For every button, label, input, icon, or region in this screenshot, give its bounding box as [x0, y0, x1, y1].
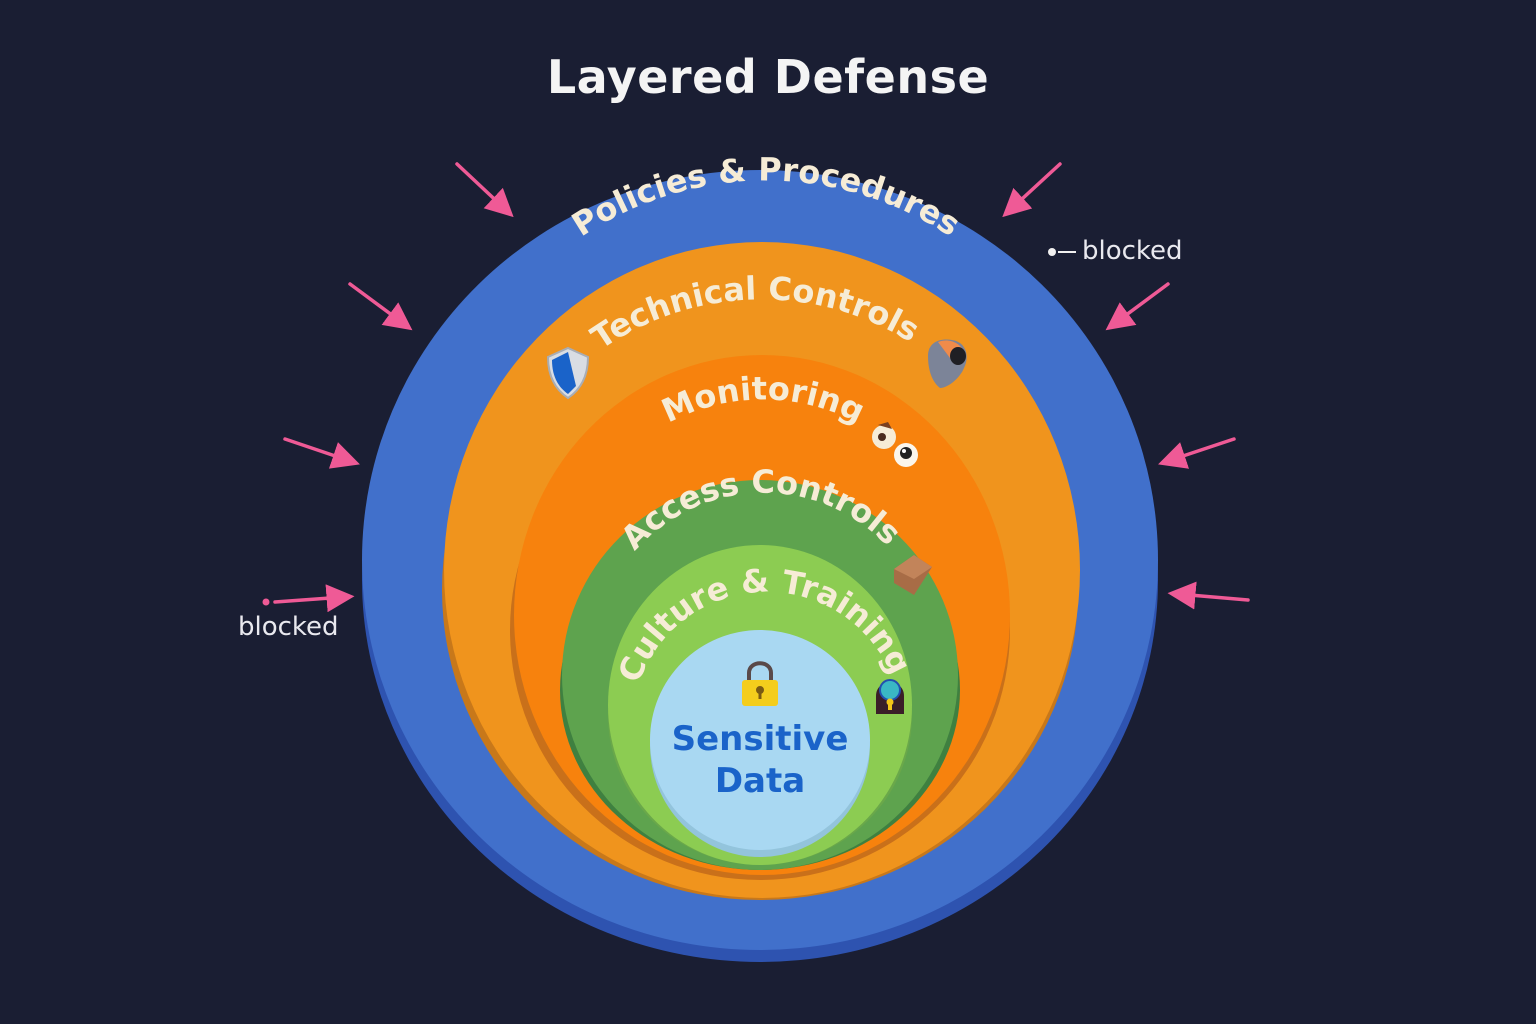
threat-arrow — [455, 162, 514, 218]
padlock-icon — [742, 661, 778, 706]
box-icon — [894, 555, 932, 595]
blocked-label-right: blocked — [1082, 236, 1183, 266]
threat-arrow — [283, 437, 360, 469]
threat-arrow — [1167, 581, 1250, 610]
eyes-icon — [872, 422, 918, 467]
threat-arrow — [273, 584, 355, 613]
threat-arrow — [1105, 282, 1170, 331]
keyhole-lock-icon — [876, 679, 904, 714]
shield-icon — [546, 346, 590, 400]
blocked-legend-marker — [1048, 248, 1076, 256]
threat-arrow — [1158, 437, 1236, 469]
threat-arrows — [273, 162, 1250, 613]
threat-arrow — [1002, 162, 1062, 218]
pie-pin-icon — [928, 339, 967, 388]
blocked-marker-left — [262, 598, 270, 606]
diagram-title: Layered Defense — [546, 50, 990, 104]
core-label-line2: Data — [715, 761, 805, 801]
core-label-line1: Sensitive — [672, 719, 849, 759]
threat-arrow — [348, 282, 413, 331]
layer-core — [650, 630, 870, 857]
blocked-label-left: blocked — [238, 612, 339, 642]
